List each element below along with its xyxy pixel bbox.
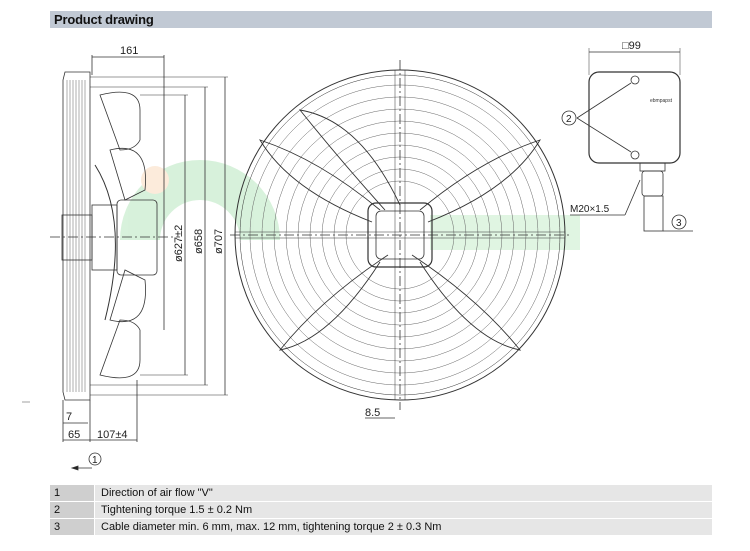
dim-depth: 161 — [120, 45, 138, 57]
dim-thread: M20×1.5 — [570, 204, 610, 215]
brand-mark: ebmpapst — [650, 98, 673, 104]
dim-grille: 65 — [68, 429, 80, 441]
section-title: Product drawing — [54, 12, 154, 27]
legend-number: 1 — [50, 485, 94, 501]
dim-hub: 107±4 — [97, 429, 128, 441]
watermark — [120, 160, 580, 250]
dim-spacing: 8.5 — [365, 407, 380, 419]
legend-table: 1 Direction of air flow "V" 2 Tightening… — [50, 485, 712, 536]
legend-number: 2 — [50, 502, 94, 518]
callout-1: 1 — [92, 455, 98, 466]
terminal-box-view: □99 ebmpapst 2 M20×1.5 3 — [561, 40, 693, 232]
dim-blade-diameter: ø627±2 — [173, 225, 185, 262]
dim-inner-diameter: ø658 — [193, 229, 205, 254]
callout-3: 3 — [676, 218, 682, 229]
dim-box: □99 — [622, 40, 641, 52]
callout-2: 2 — [566, 114, 572, 125]
front-view: 8.5 — [230, 60, 570, 419]
legend-row: 2 Tightening torque 1.5 ± 0.2 Nm — [50, 502, 712, 518]
legend-number: 3 — [50, 519, 94, 535]
dim-flange: 7 — [66, 411, 72, 423]
legend-row: 3 Cable diameter min. 6 mm, max. 12 mm, … — [50, 519, 712, 535]
legend-text: Tightening torque 1.5 ± 0.2 Nm — [94, 502, 252, 518]
dim-outer-diameter: ø707 — [213, 229, 225, 254]
legend-text: Cable diameter min. 6 mm, max. 12 mm, ti… — [94, 519, 441, 535]
side-view: 161 ø627±2 ø658 ø707 7 65 107±4 1 — [50, 45, 228, 471]
section-header: Product drawing — [50, 11, 712, 28]
legend-row: 1 Direction of air flow "V" — [50, 485, 712, 501]
legend-text: Direction of air flow "V" — [94, 485, 213, 501]
